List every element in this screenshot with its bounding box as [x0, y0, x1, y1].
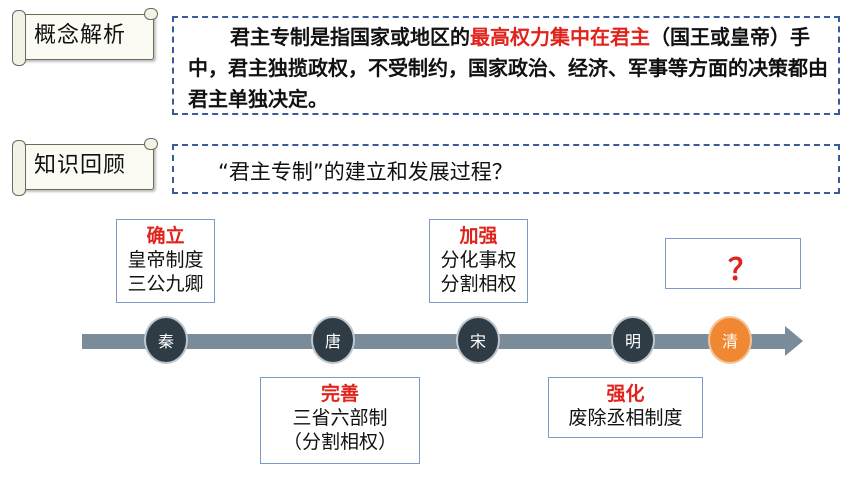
card-tang-line1: 三省六部制: [292, 407, 388, 429]
scroll-curl: [144, 138, 158, 150]
card-qin-line1: 皇帝制度: [127, 249, 204, 271]
review-tag-label: 知识回顾: [34, 153, 127, 178]
arrow-right-icon: [785, 326, 803, 356]
node-ming: 明: [611, 316, 655, 364]
timeline-axis: [82, 334, 787, 349]
card-qin-heading: 确立: [146, 225, 185, 247]
card-song-line2: 分割相权: [440, 273, 517, 295]
scroll-curl: [144, 8, 158, 20]
card-tang-line2: （分割相权）: [282, 431, 397, 453]
card-qin: 确立 皇帝制度 三公九卿: [116, 219, 215, 303]
node-qin: 秦: [144, 316, 188, 364]
scroll-body: [18, 14, 154, 60]
definition-suffix: （国王或皇帝）手中，君主独揽政权，不受制约，国家政治、经济、军事等方面的决策都由…: [188, 25, 828, 111]
scroll-roll: [12, 10, 26, 66]
concept-tag-label: 概念解析: [34, 23, 127, 48]
node-song: 宋: [456, 316, 500, 364]
card-song-heading: 加强: [459, 225, 498, 247]
node-qing: 清: [708, 316, 752, 364]
node-tang: 唐: [311, 316, 355, 364]
review-tag: 知识回顾: [12, 138, 158, 196]
card-ming-line1: 废除丞相制度: [568, 407, 683, 429]
question-text: “君主专制”的建立和发展过程？: [218, 160, 513, 184]
card-tang-heading: 完善: [320, 383, 359, 405]
card-ming-heading: 强化: [606, 383, 645, 405]
question-mark: ？: [728, 253, 758, 288]
definition-box: 君主专制是指国家或地区的最高权力集中在君主（国王或皇帝）手中，君主独揽政权，不受…: [172, 16, 840, 115]
card-tang: 完善 三省六部制 （分割相权）: [260, 377, 420, 464]
card-song-line1: 分化事权: [440, 249, 517, 271]
definition-highlight: 最高权力集中在君主: [470, 25, 650, 49]
card-qin-line2: 三公九卿: [127, 273, 204, 295]
card-ming: 强化 废除丞相制度: [548, 377, 703, 438]
card-song: 加强 分化事权 分割相权: [429, 219, 528, 303]
question-box: “君主专制”的建立和发展过程？: [172, 144, 840, 194]
scroll-roll: [12, 140, 26, 196]
card-qing: ？: [665, 238, 801, 289]
definition-prefix: 君主专制是指国家或地区的: [230, 25, 470, 49]
concept-tag: 概念解析: [12, 8, 158, 66]
